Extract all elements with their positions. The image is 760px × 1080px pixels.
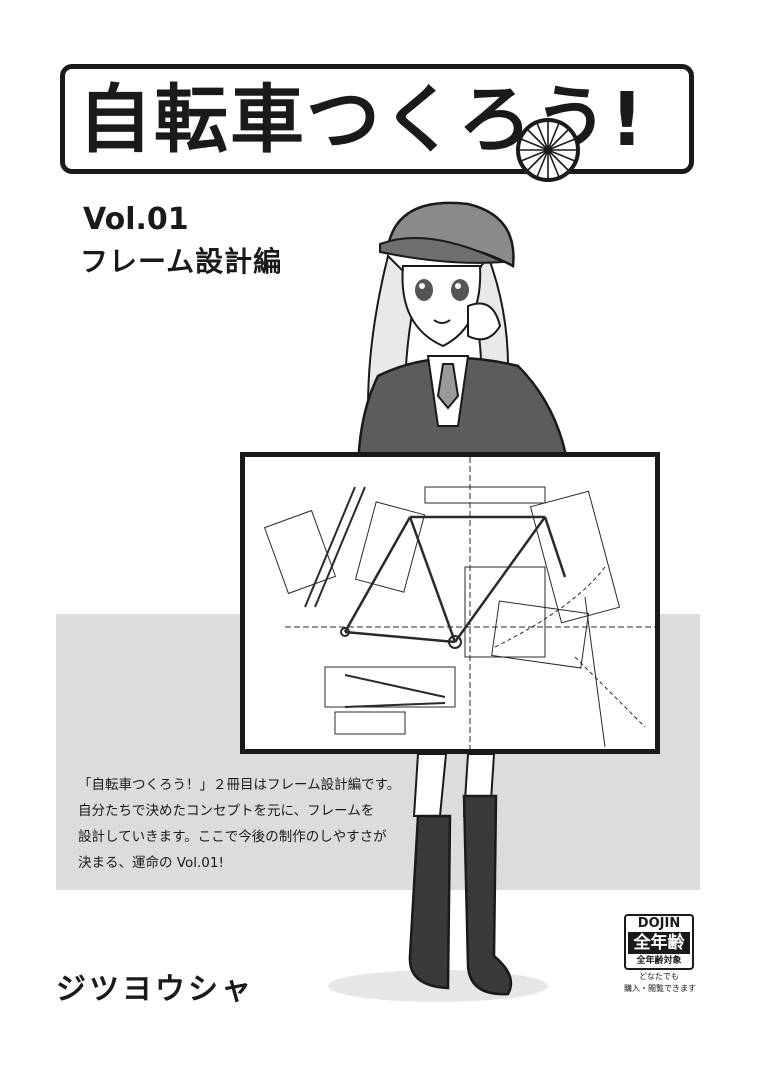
badge-all-ages: 全年齢 [628,932,690,954]
badge-note-2: 購入・閲覧できます [624,984,696,993]
description-line: 自分たちで決めたコンセプトを元に、フレームを [78,803,375,819]
badge-dojin: DOJIN [637,916,681,931]
character-illustration [328,201,570,1002]
age-rating-badge: DOJIN 全年齢 全年齢対象 どなたでも 購入・閲覧できます [624,914,696,994]
bicycle-wheel-icon [516,118,580,182]
blueprint-drawing [263,457,655,749]
badge-note-1: どなたでも [639,972,679,981]
title-frame [60,64,694,174]
description-line: 「自転車つくろう！」２冊目はフレーム設計編です。 [78,777,401,793]
publisher-logo: ジツヨウシャ [56,972,254,1007]
volume-label: Vol.01 [83,202,189,237]
description-line: 決まる、運命の Vol.01! [78,855,224,871]
subtitle: フレーム設計編 [80,245,283,278]
badge-all-ages-target: 全年齢対象 [636,956,682,966]
frame-blueprint [240,452,660,754]
cover-description: 「自転車つくろう！」２冊目はフレーム設計編です。 自分たちで決めたコンセプトを元… [78,772,418,876]
description-line: 設計していきます。ここで今後の制作のしやすさが [78,829,387,845]
